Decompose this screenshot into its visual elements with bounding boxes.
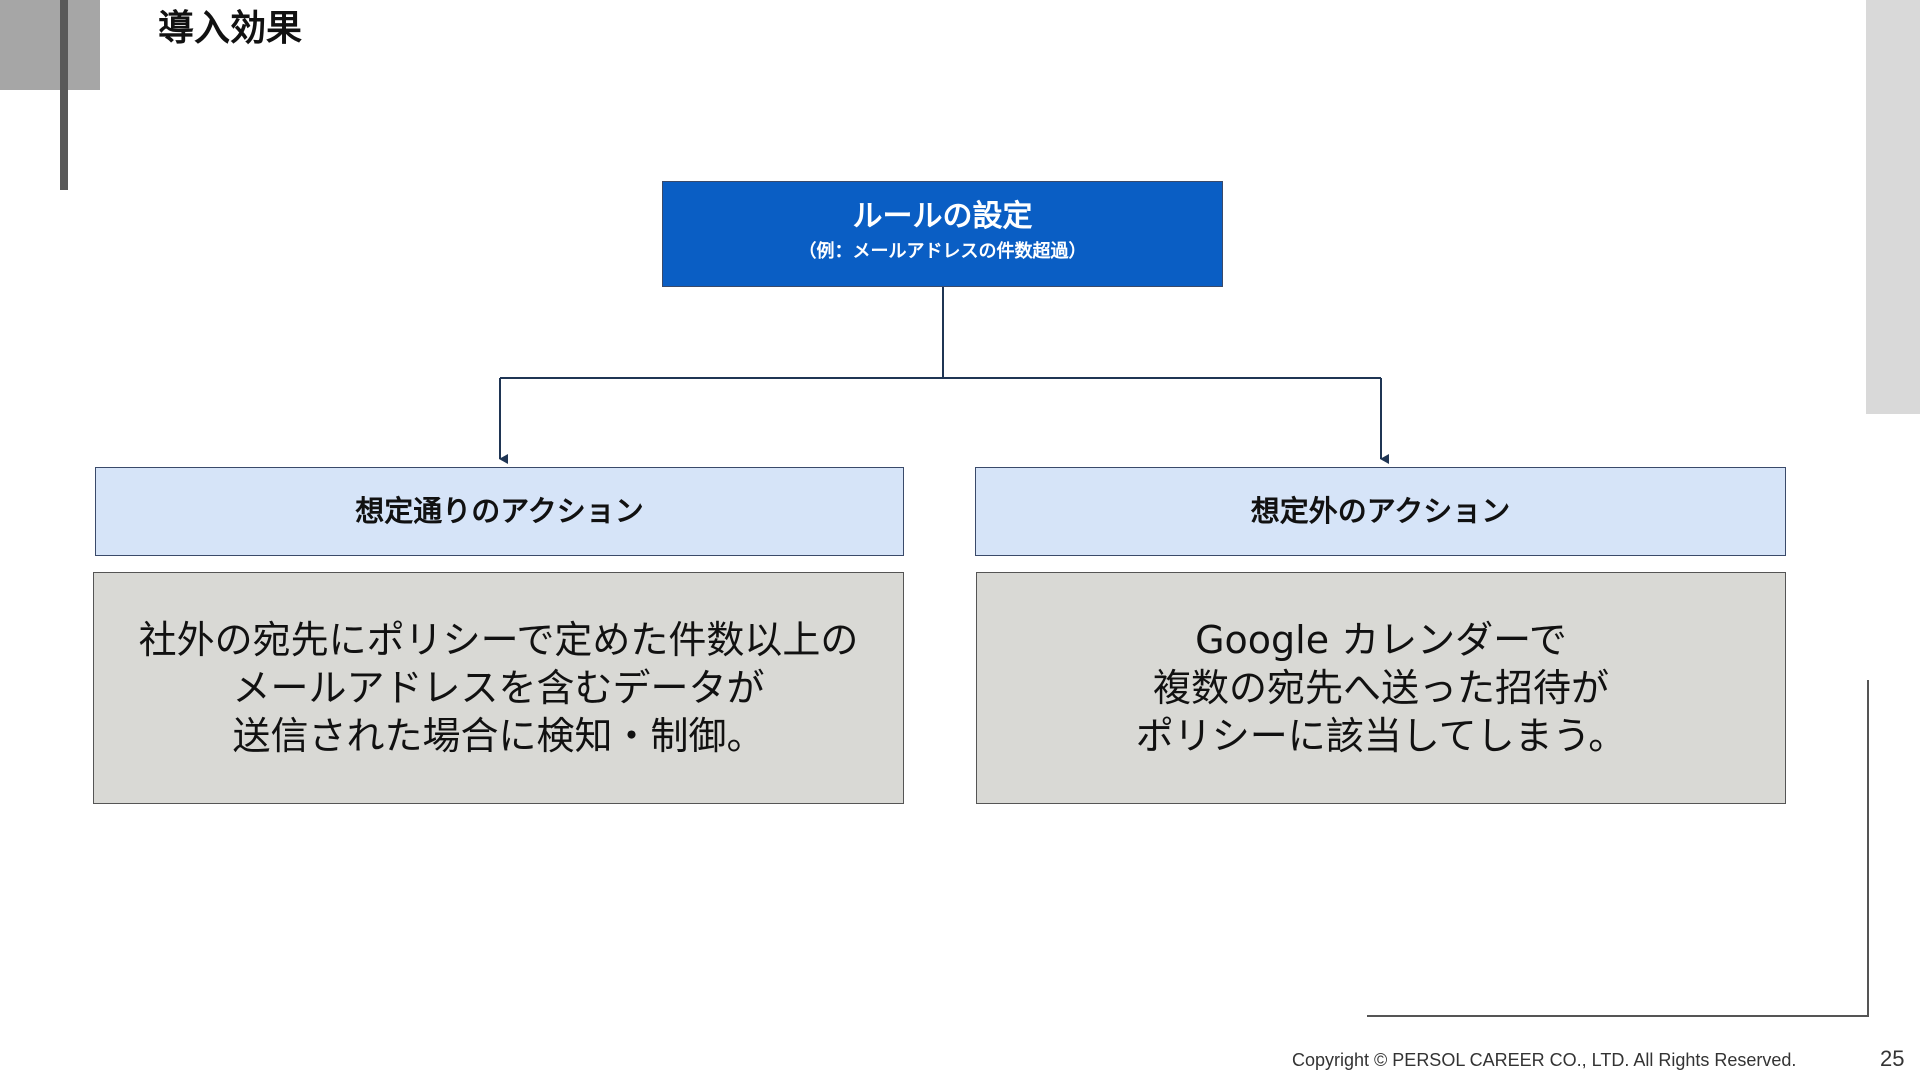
expected-action-detail: 社外の宛先にポリシーで定めた件数以上の メールアドレスを含むデータが 送信された… <box>93 572 904 804</box>
unexpected-action-detail: Google カレンダーで 複数の宛先へ送った招待が ポリシーに該当してしまう。 <box>976 572 1786 804</box>
page-number: 25 <box>1880 1046 1905 1071</box>
detail-line: Google カレンダーで <box>1195 618 1567 662</box>
detail-line: メールアドレスを含むデータが <box>232 666 765 710</box>
rule-setting-box: ルールの設定 （例：メールアドレスの件数超過） <box>662 181 1223 287</box>
expected-action-header: 想定通りのアクション <box>95 467 904 556</box>
corner-decoration-block <box>0 0 100 90</box>
corner-decoration-bar <box>60 0 68 190</box>
unexpected-action-header: 想定外のアクション <box>975 467 1786 556</box>
detail-line: ポリシーに該当してしまう。 <box>1135 714 1627 758</box>
detail-line: 送信された場合に検知・制御。 <box>232 714 765 758</box>
rule-example: （例：メールアドレスの件数超過） <box>798 241 1087 262</box>
copyright-notice: Copyright © PERSOL CAREER CO., LTD. All … <box>1292 1050 1797 1070</box>
rule-title: ルールの設定 <box>852 199 1033 234</box>
detail-line: 社外の宛先にポリシーで定めた件数以上の <box>138 618 859 662</box>
page-title: 導入効果 <box>158 8 303 49</box>
right-side-panel <box>1866 0 1920 414</box>
detail-line: 複数の宛先へ送った招待が <box>1152 666 1609 710</box>
